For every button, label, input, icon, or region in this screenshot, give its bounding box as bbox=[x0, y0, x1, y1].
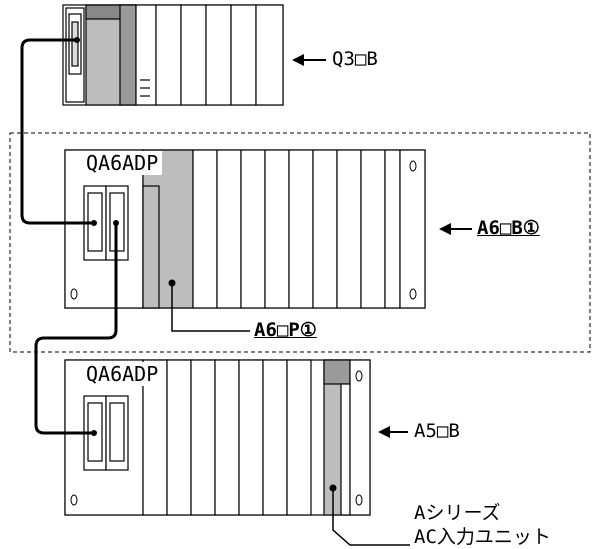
extension-cable-a6b-to-a5b bbox=[34, 223, 118, 435]
cable-end-dot bbox=[91, 430, 97, 436]
extension-cable-q3b-to-a6b bbox=[20, 38, 94, 225]
cable-end-dot bbox=[74, 37, 80, 43]
a6p1-leader-line bbox=[171, 283, 250, 332]
ac-input-leader-line bbox=[332, 488, 410, 546]
a6b1-mounting-holes bbox=[70, 160, 417, 300]
a5b-label: A5□B bbox=[414, 420, 460, 442]
cable-end-dot bbox=[91, 220, 97, 226]
qa6adp-label-top: QA6ADP bbox=[82, 151, 163, 175]
a-series-label: Aシリーズ bbox=[414, 502, 501, 524]
q3b-label: Q3□B bbox=[332, 48, 378, 70]
cable-end-dot bbox=[113, 220, 119, 226]
a5b-mounting-holes bbox=[70, 370, 363, 506]
a5b-arrow bbox=[378, 426, 408, 438]
a6b1-base-unit bbox=[64, 149, 426, 309]
q3b-arrow bbox=[292, 54, 326, 66]
q3b-base-unit bbox=[62, 4, 284, 106]
qa6adp-label-bottom: QA6ADP bbox=[82, 362, 163, 386]
a6p1-label: A6□P① bbox=[254, 319, 317, 341]
ac-input-unit-label: AC入力ユニット bbox=[414, 526, 551, 548]
a6b1-label: A6□B① bbox=[477, 217, 540, 239]
a6b1-arrow bbox=[439, 223, 472, 235]
a6b1-extension-boundary bbox=[9, 132, 591, 353]
